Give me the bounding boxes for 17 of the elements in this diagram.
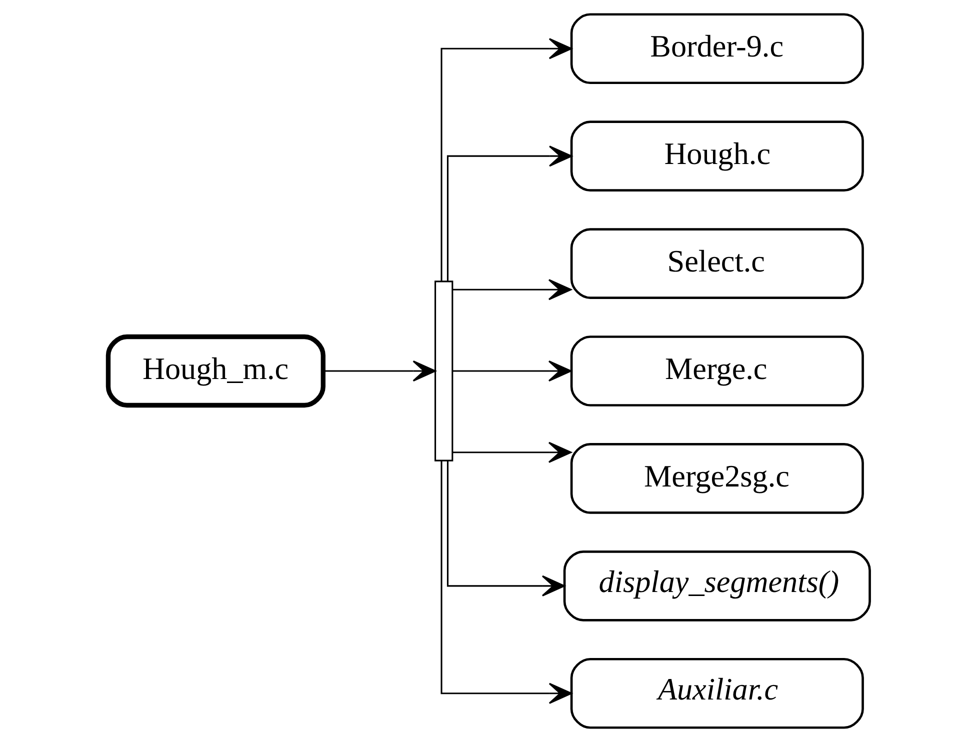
node-box: display_segments() (562, 550, 870, 622)
node-box: Hough.c (570, 120, 864, 192)
arrow (452, 442, 572, 463)
arrow (446, 460, 565, 596)
node-box: Merge2sg.c (570, 443, 864, 514)
arrow (440, 460, 572, 704)
node-box: Merge.c (570, 336, 864, 406)
arrow (452, 360, 572, 382)
node-box: Auxiliar.c (570, 658, 864, 729)
arrow (452, 279, 572, 300)
node-box: Select.c (570, 228, 864, 299)
node-bar (434, 280, 453, 462)
node-box: Hough_m.c (105, 334, 325, 408)
arrow (323, 360, 436, 382)
arrow (446, 146, 572, 282)
arrow (440, 38, 572, 282)
node-box: Border-9.c (570, 13, 864, 84)
